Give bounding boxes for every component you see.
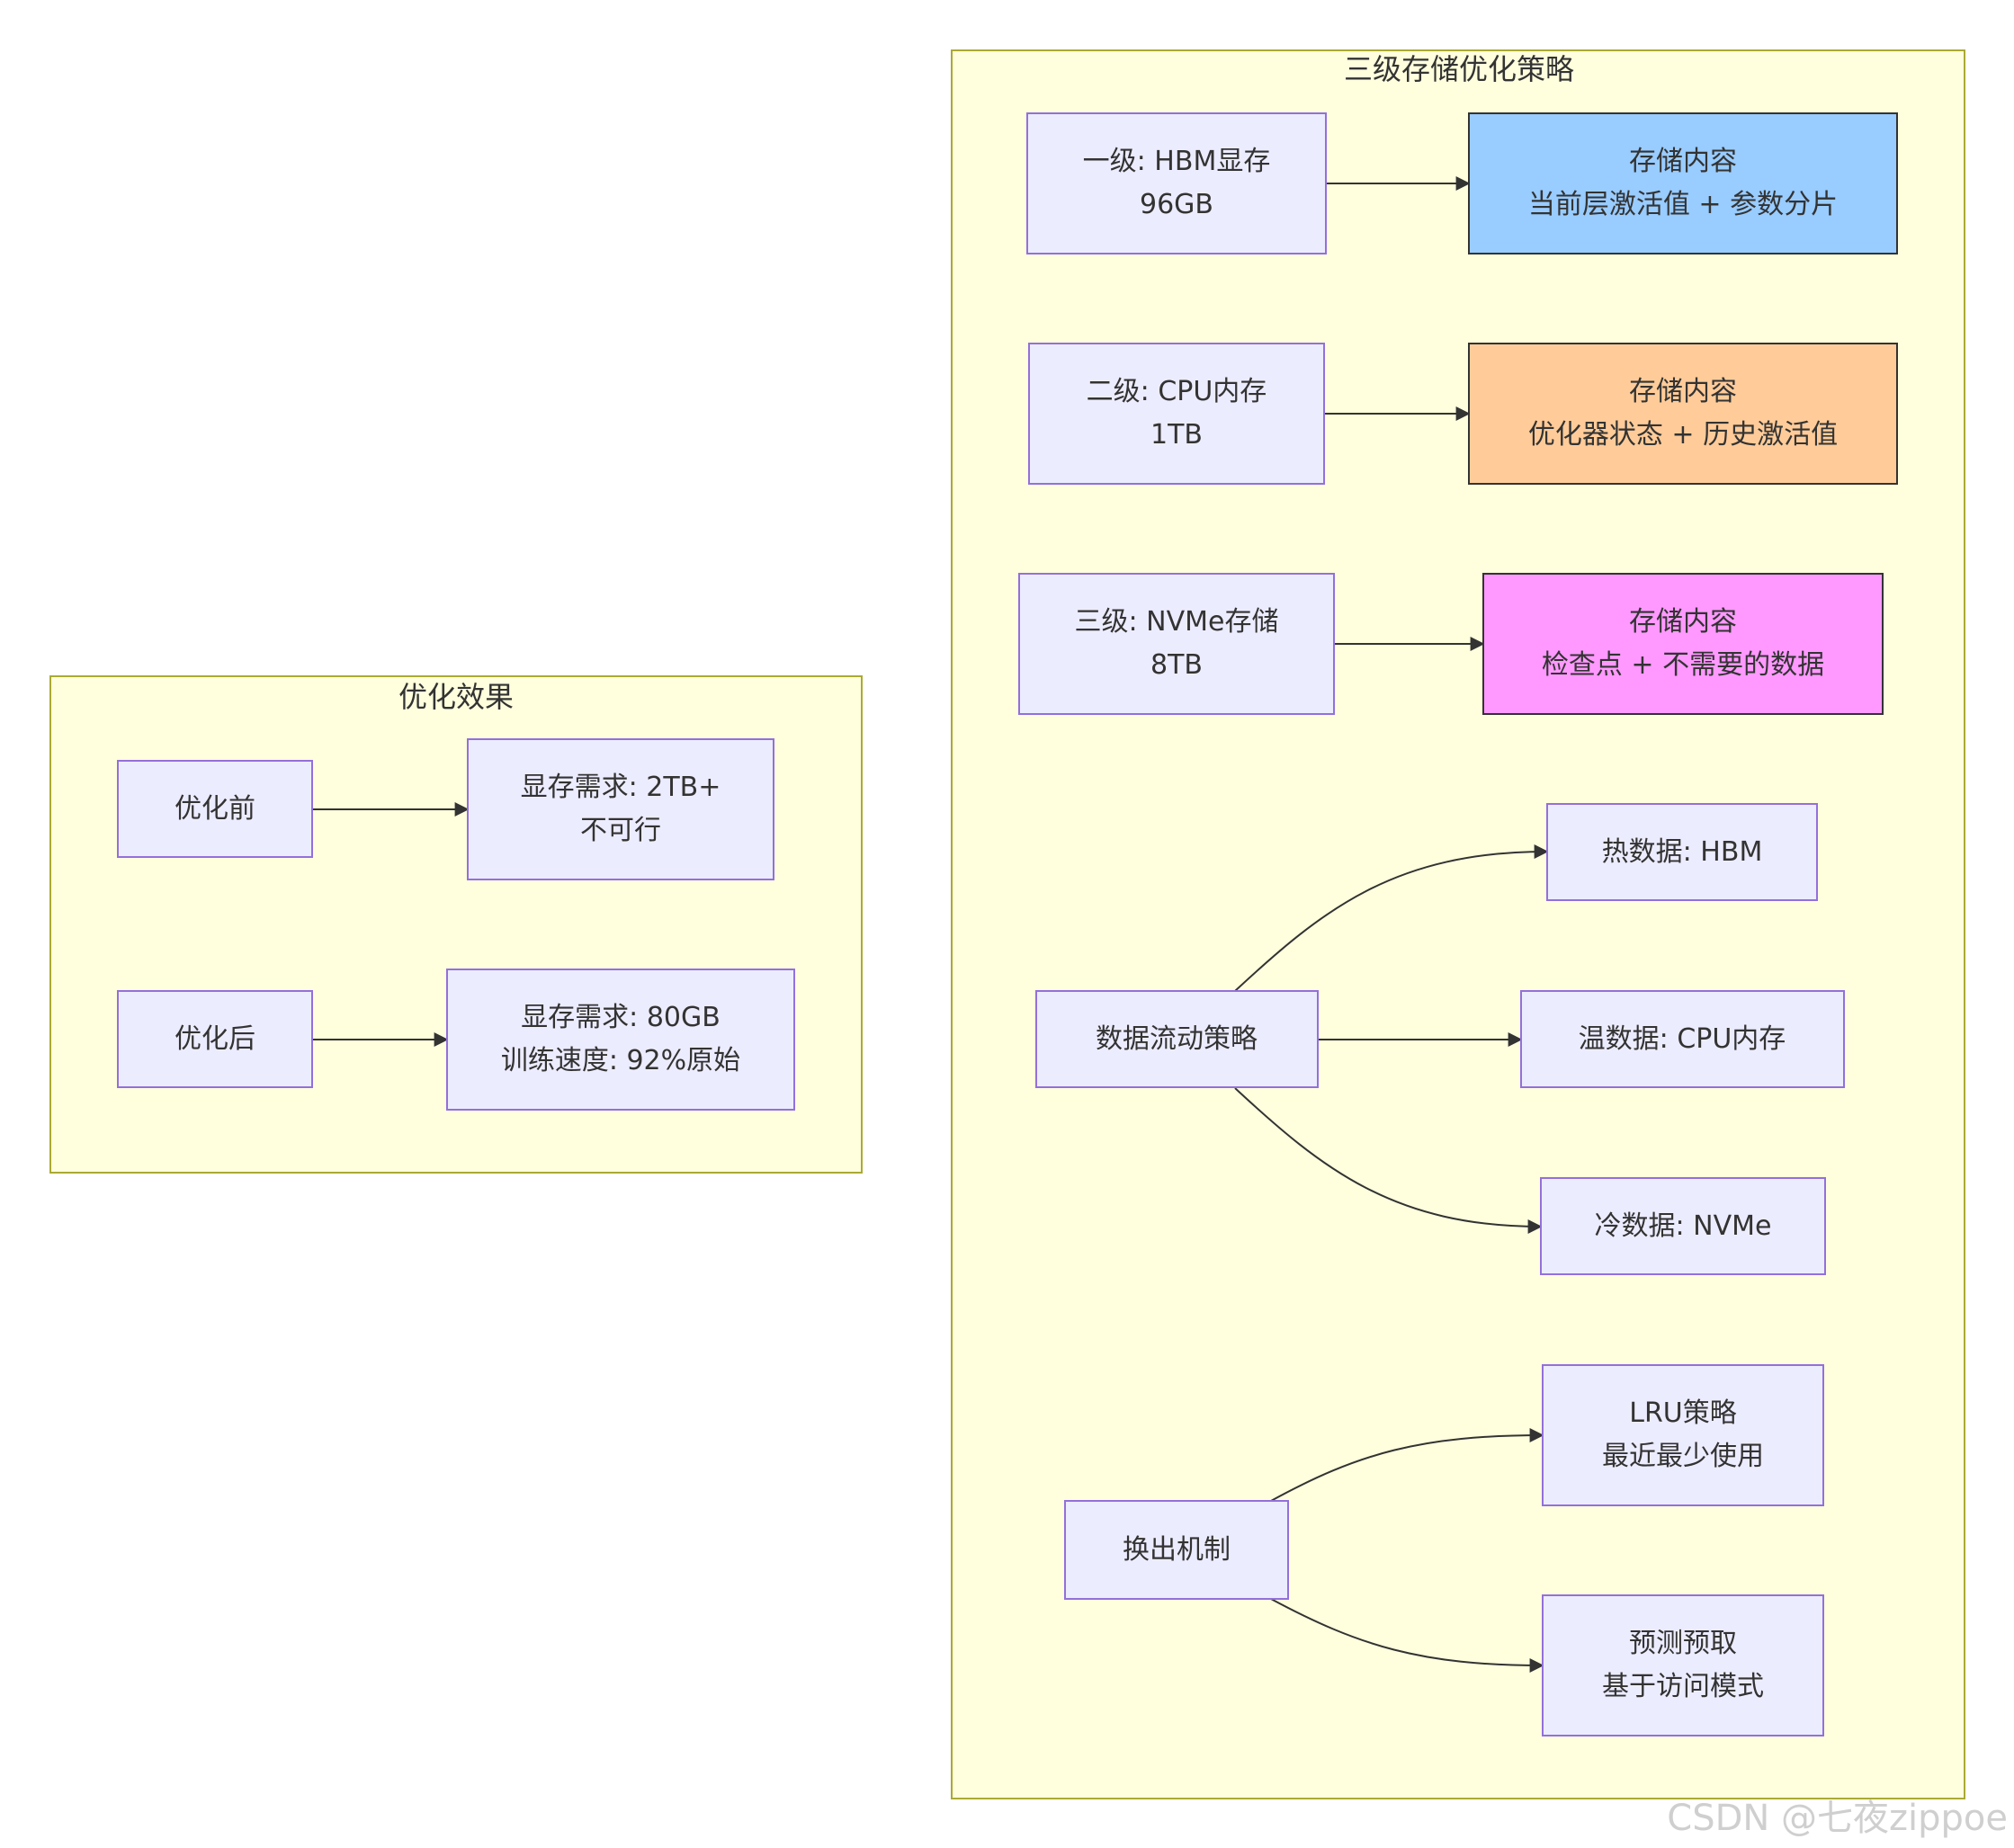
node-after-result-label: 显存需求: 80GB 训练速度: 92%原始 [501,1002,740,1076]
node-label-line: 基于访问模式 [1602,1671,1764,1702]
node-tier3-content-box [1482,573,1884,715]
edge-flow-to-cold [1234,1087,1543,1234]
node-label-line: 检查点 + 不需要的数据 [1542,649,1824,681]
node-tier1-hbm-label: 一级: HBM显存 96GB [1083,146,1271,220]
node-before-optimization-box [117,760,313,858]
node-after-optimization[interactable]: 优化后 [117,990,313,1088]
node-lru-strategy-box [1542,1364,1824,1506]
cluster-optimization-effect-title: 优化效果 [398,680,514,714]
node-label-line: 8TB [1150,649,1203,681]
node-label-line: 存储内容 [1629,146,1737,177]
nodes: 优化前 显存需求: 2TB+ 不可行 优化后 显存需求: 80GB 训练速度: 92… [117,112,1898,1736]
node-label-line: 冷数据: NVMe [1595,1210,1772,1242]
node-before-result-box [467,738,774,880]
node-label-line: 优化器状态 + 历史激活值 [1528,419,1838,451]
node-tier3-content[interactable]: 存储内容检查点 + 不需要的数据 [1482,573,1884,715]
node-label-line: LRU策略 [1629,1397,1737,1429]
edge-swap-to-prefetch [1270,1598,1544,1673]
node-lru-strategy-label: LRU策略最近最少使用 [1602,1397,1764,1472]
node-tier2-cpu[interactable]: 二级: CPU内存 1TB [1028,343,1325,485]
node-warm-data-label: 温数据: CPU内存 [1579,1023,1786,1055]
node-label-line: 存储内容 [1629,376,1737,407]
node-swap-mechanism[interactable]: 换出机制 [1064,1500,1289,1600]
node-cold-data[interactable]: 冷数据: NVMe [1540,1177,1826,1275]
node-label-line: 训练速度: 92%原始 [501,1045,740,1076]
edge-flow-to-hot [1234,844,1549,992]
node-cold-data-label: 冷数据: NVMe [1595,1210,1772,1242]
node-label-line: 三级: NVMe存储 [1075,606,1279,638]
node-tier1-content-box [1468,112,1898,254]
node-label-line: 当前层激活值 + 参数分片 [1528,189,1838,220]
node-warm-data[interactable]: 温数据: CPU内存 [1520,990,1845,1088]
node-tier1-hbm-box [1026,112,1327,254]
node-cold-data-box [1540,1177,1826,1275]
node-predictive-prefetch-box [1542,1594,1824,1736]
node-tier2-content-box [1468,343,1898,485]
node-swap-mechanism-label: 换出机制 [1123,1534,1231,1566]
node-after-result[interactable]: 显存需求: 80GB 训练速度: 92%原始 [446,969,795,1111]
node-label-line: 不可行 [580,815,661,846]
node-tier2-cpu-box [1028,343,1325,485]
node-lru-strategy[interactable]: LRU策略最近最少使用 [1542,1364,1824,1506]
node-label-line: 最近最少使用 [1602,1441,1764,1472]
node-tier2-cpu-label: 二级: CPU内存 1TB [1087,376,1267,451]
node-tier1-content-label: 存储内容当前层激活值 + 参数分片 [1528,146,1838,220]
edge-swap-to-lru [1270,1428,1544,1502]
watermark-text: CSDN @七夜zippoe [1667,1798,2008,1839]
node-tier1-content[interactable]: 存储内容当前层激活值 + 参数分片 [1468,112,1898,254]
node-label-line: 存储内容 [1629,606,1737,638]
node-swap-mechanism-box [1064,1500,1289,1600]
node-tier3-nvme-box [1018,573,1335,715]
node-predictive-prefetch-label: 预测预取基于访问模式 [1602,1628,1764,1702]
node-label-line: 96GB [1140,189,1213,220]
node-label-line: 1TB [1150,419,1203,451]
node-before-result-label: 显存需求: 2TB+ 不可行 [521,772,721,846]
node-after-result-box [446,969,795,1111]
node-before-optimization[interactable]: 优化前 [117,760,313,858]
node-hot-data-box [1546,803,1818,901]
node-after-optimization-box [117,990,313,1088]
node-label-line: 二级: CPU内存 [1087,376,1267,407]
node-label-line: 优化前 [175,793,255,825]
node-tier2-content-label: 存储内容优化器状态 + 历史激活值 [1528,376,1838,451]
cluster-storage-strategy-title: 三级存储优化策略 [1344,52,1574,86]
edges [312,176,1549,1673]
node-label-line: 换出机制 [1123,1534,1231,1566]
node-label-line: 显存需求: 80GB [521,1002,721,1033]
node-label-line: 热数据: HBM [1602,836,1763,868]
node-tier3-nvme[interactable]: 三级: NVMe存储 8TB [1018,573,1335,715]
node-label-line: 温数据: CPU内存 [1579,1023,1786,1055]
node-tier3-content-label: 存储内容检查点 + 不需要的数据 [1542,606,1824,681]
node-tier2-content[interactable]: 存储内容优化器状态 + 历史激活值 [1468,343,1898,485]
node-before-result[interactable]: 显存需求: 2TB+ 不可行 [467,738,774,880]
node-before-optimization-label: 优化前 [175,793,255,825]
node-data-flow-strategy-box [1035,990,1319,1088]
node-label-line: 优化后 [175,1023,255,1055]
node-warm-data-box [1520,990,1845,1088]
node-data-flow-strategy[interactable]: 数据流动策略 [1035,990,1319,1088]
node-hot-data[interactable]: 热数据: HBM [1546,803,1818,901]
node-data-flow-strategy-label: 数据流动策略 [1096,1023,1258,1055]
node-after-optimization-label: 优化后 [175,1023,255,1055]
node-hot-data-label: 热数据: HBM [1602,836,1763,868]
node-label-line: 显存需求: 2TB+ [521,772,721,803]
node-tier1-hbm[interactable]: 一级: HBM显存 96GB [1026,112,1327,254]
node-tier3-nvme-label: 三级: NVMe存储 8TB [1075,606,1279,681]
node-predictive-prefetch[interactable]: 预测预取基于访问模式 [1542,1594,1824,1736]
node-label-line: 一级: HBM显存 [1083,146,1271,177]
node-label-line: 数据流动策略 [1096,1023,1258,1055]
node-label-line: 预测预取 [1629,1628,1737,1659]
